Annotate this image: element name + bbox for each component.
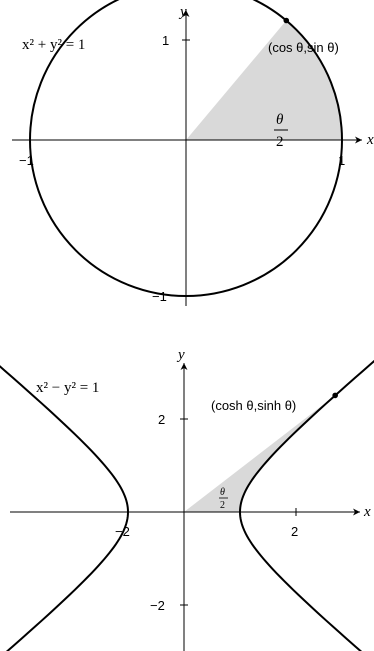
- circle-panel: x y x² + y² = 1 (cos θ,sin θ) θ 2 −1 1 1…: [12, 0, 374, 306]
- circle-angle-label-two: 2: [276, 134, 284, 150]
- circle-tick-label-x-pos: 1: [338, 153, 345, 168]
- hyperbola-x-axis-arrow: [353, 508, 360, 516]
- hyperbola-x-axis-label: x: [363, 504, 371, 520]
- circle-point-marker: [283, 17, 290, 24]
- circle-angle-label-theta: θ: [276, 112, 284, 128]
- circle-equation: x² + y² = 1: [22, 37, 85, 53]
- circle-x-axis-label: x: [366, 132, 374, 148]
- circle-y-axis-arrow: [182, 10, 190, 17]
- hyperbola-right-branch: [238, 359, 374, 651]
- circle-sector-shade: [186, 20, 342, 140]
- hyperbola-tick-label-y-pos: 2: [158, 412, 165, 427]
- circle-x-axis-arrow: [355, 136, 362, 144]
- hyperbola-angle-label-theta: θ: [220, 487, 225, 498]
- hyperbola-equation: x² − y² = 1: [36, 380, 99, 396]
- hyperbola-sector-shade: [184, 395, 336, 512]
- circle-y-axis-label: y: [178, 4, 187, 20]
- hyperbola-angle-label-two: 2: [220, 500, 225, 511]
- circle-point-label: (cos θ,sin θ): [268, 40, 339, 55]
- hyperbola-tick-label-x-neg: −2: [115, 524, 130, 539]
- circle-tick-label-y-neg: −1: [152, 289, 167, 304]
- hyperbola-panel: x y x² − y² = 1 (cosh θ,sinh θ) θ 2 −2 2…: [0, 347, 374, 651]
- hyperbola-point-marker: [332, 392, 338, 399]
- hyperbola-y-axis-arrow: [180, 363, 188, 370]
- circle-tick-label-x-neg: −1: [19, 153, 34, 168]
- hyperbola-tick-label-y-neg: −2: [150, 598, 165, 613]
- circle-tick-label-y-pos: 1: [162, 33, 169, 48]
- hyperbola-point-label: (cosh θ,sinh θ): [211, 398, 296, 413]
- hyperbola-y-axis-label: y: [176, 347, 185, 363]
- hyperbola-tick-label-x-pos: 2: [291, 524, 298, 539]
